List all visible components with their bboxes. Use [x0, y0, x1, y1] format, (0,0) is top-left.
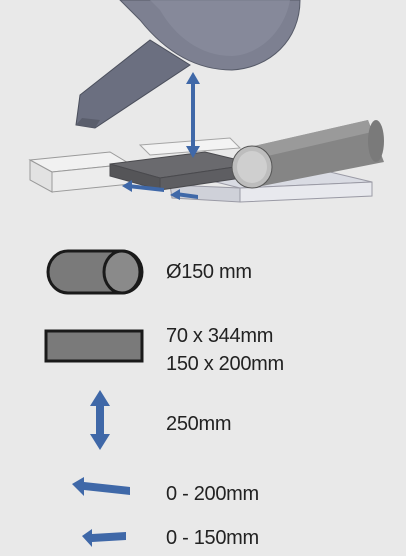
- machine-illustration: [28, 0, 384, 203]
- round-capacity-label: Ø150 mm: [166, 261, 252, 283]
- rect-capacity-label-1: 70 x 344mm: [166, 325, 274, 347]
- cylinder-icon: [46, 249, 144, 295]
- lateral-travel-arrow: [122, 180, 198, 200]
- vertical-travel-arrow: [186, 72, 200, 158]
- rect-capacity-label-2: 150 x 200mm: [166, 353, 284, 375]
- vertical-travel-label: 250mm: [166, 413, 232, 435]
- lateral-travel-label-1: 0 - 200mm: [166, 483, 259, 505]
- rectangle-stock-icon: [44, 329, 144, 363]
- lateral-arrow-icon: [72, 477, 130, 496]
- lateral-travel-label-2: 0 - 150mm: [166, 527, 259, 549]
- small-lateral-arrow-icon: [82, 529, 126, 547]
- vertical-arrow-icon: [90, 390, 110, 450]
- saw-arm: [75, 39, 191, 129]
